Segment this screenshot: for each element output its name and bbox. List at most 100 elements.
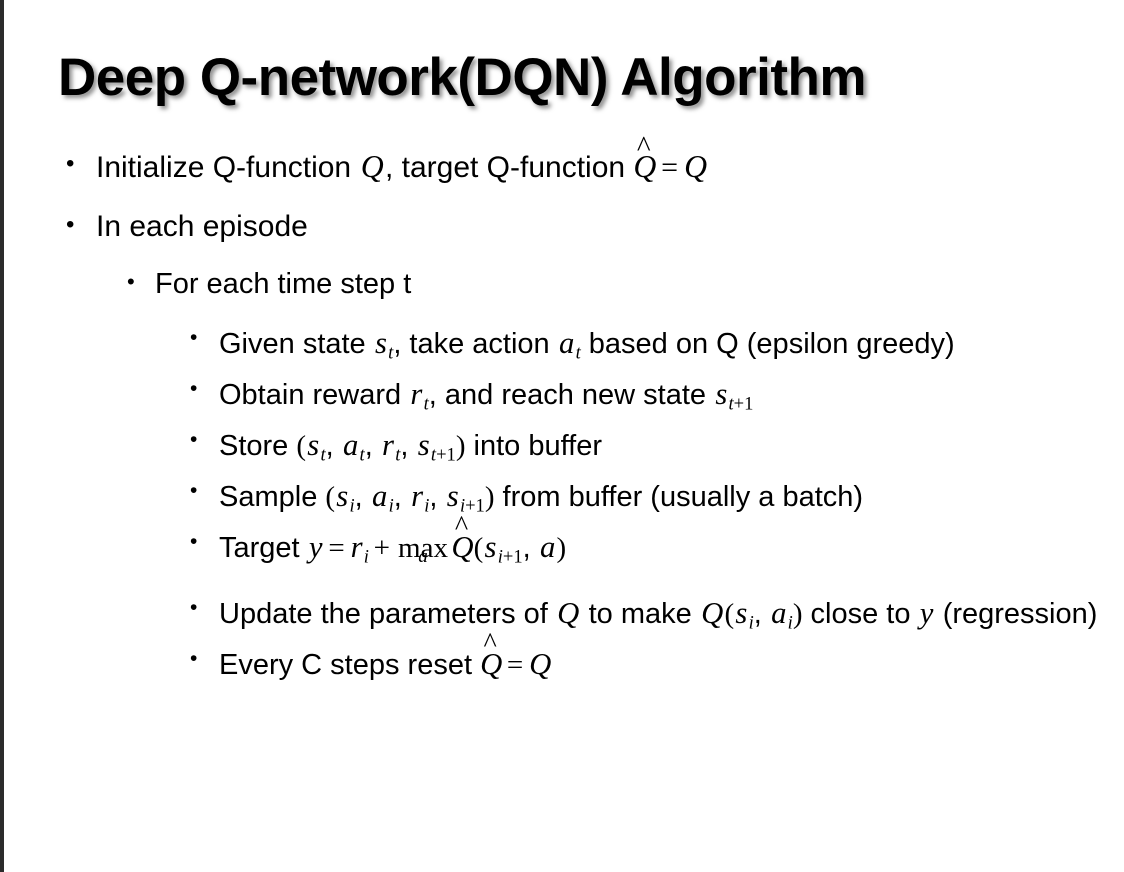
math-plus: + [373,532,390,565]
text-fragment: from buffer (usually a batch) [494,481,864,514]
text-fragment: , target Q-function [384,151,634,184]
math-equals: = [506,648,524,681]
bullet-dot-icon: • [190,479,198,503]
close-paren: ) [455,430,466,463]
comma: , [393,481,410,514]
math-r1-subscript: t [395,444,401,466]
q-glyph: Q [480,646,503,681]
subscript-index: i [459,495,466,517]
subscript-offset: +1 [733,393,754,415]
math-s: s [374,325,387,360]
bullet-obtain-reward: • Obtain reward rt, and reach new state … [0,374,1124,415]
math-s-subscript: i [748,612,754,634]
hat-accent: ^ [454,511,469,543]
subscript-offset: +1 [502,547,523,568]
math-s2: s [417,428,430,463]
text-fragment: based on Q (epsilon greedy) [580,327,955,360]
bullet-dot-icon: • [190,595,198,619]
math-a: a [771,595,787,630]
math-s1-subscript: t [320,444,326,466]
open-paren: ( [724,597,735,630]
comma: , [522,532,539,565]
open-paren: ( [473,532,484,565]
math-q-hat: ^Q [480,629,503,685]
bullet-dot-icon: • [190,376,198,400]
bullet-store: • Store (st, at, rt, st+1) into buffer [0,425,1124,466]
math-q: Q [529,646,552,681]
math-s: s [715,376,728,411]
bullet-dot-icon: • [190,530,198,554]
page-title: Deep Q-network(DQN) Algorithm [58,48,866,107]
math-s1-subscript: i [349,495,355,517]
subscript-index: t [430,444,437,466]
bullet-for-each-time-step: • For each time step t [0,267,1124,302]
bullet-sample-text: Sample (si, ai, ri, si+1) from buffer (u… [219,476,1099,517]
math-s-subscript: t+1 [729,393,754,414]
bullet-given-state: • Given state st, take action at based o… [0,323,1124,364]
hat-accent: ^ [636,131,651,164]
bullet-given-state-text: Given state st, take action at based on … [219,323,1099,364]
comma: , [354,481,371,514]
bullet-dot-icon: • [190,428,198,452]
text-fragment: Initialize Q-function [96,151,360,184]
math-a1: a [371,479,388,514]
text-fragment: Store [219,430,297,463]
comma: , [364,430,381,463]
open-paren: ( [296,430,307,463]
math-q: Q [360,149,384,184]
math-a: a [558,325,575,360]
bullet-for-each-time-step-text: For each time step t [155,268,412,301]
math-s2: s [446,479,459,514]
math-a1: a [342,428,359,463]
max-label: max [398,532,448,565]
algorithm-bullet-list: • Initialize Q-function Q, target Q-func… [0,133,1124,695]
math-r1: r [382,428,395,463]
max-subscript: a [418,546,428,568]
math-equals: = [328,532,345,565]
bullet-every-c-steps-text: Every C steps reset ^Q=Q [219,629,1099,685]
math-s1: s [307,428,320,463]
bullet-store-text: Store (st, at, rt, st+1) into buffer [219,425,1099,466]
text-fragment: (regression) [934,597,1098,630]
math-r-subscript: i [363,547,369,568]
math-a: a [539,530,556,565]
math-a-subscript: i [787,612,793,634]
comma: , [429,481,446,514]
math-a-subscript: t [575,342,581,364]
math-r: r [410,376,423,411]
hat-accent: ^ [483,627,497,659]
q-glyph: Q [451,530,474,565]
bullet-in-each-episode: • In each episode [0,209,1124,246]
bullet-dot-icon: • [66,210,75,238]
comma: , [400,430,417,463]
comma: , [325,430,342,463]
bullet-update-parameters-text: Update the parameters of Q to make Q(si,… [219,593,1099,634]
slide-left-edge-bar [0,0,4,872]
bullet-initialize-text: Initialize Q-function Q, target Q-functi… [96,133,1124,187]
math-r1: r [411,479,424,514]
math-equals: = [661,151,679,184]
math-s2-subscript: i+1 [460,496,485,517]
subscript-offset: +1 [465,495,485,517]
math-y: y [919,595,934,630]
math-s2-subscript: t+1 [431,445,456,466]
math-s-subscript: t [388,342,394,364]
math-s-subscript: i+1 [498,547,523,568]
text-fragment: to make [580,597,700,630]
text-fragment: into buffer [465,430,602,463]
math-q2: Q [684,149,708,184]
bullet-sample: • Sample (si, ai, ri, si+1) from buffer … [0,476,1124,517]
bullet-dot-icon: • [127,269,135,295]
text-fragment: , and reach new state [428,378,715,411]
text-fragment: Every C steps reset [219,648,481,681]
open-paren: ( [325,481,336,514]
bullet-initialize: • Initialize Q-function Q, target Q-func… [0,133,1124,187]
close-paren: ) [484,481,495,514]
bullet-obtain-reward-text: Obtain reward rt, and reach new state st… [219,374,1099,415]
text-fragment: Given state [219,327,374,360]
math-q-hat: ^Q [633,133,656,187]
